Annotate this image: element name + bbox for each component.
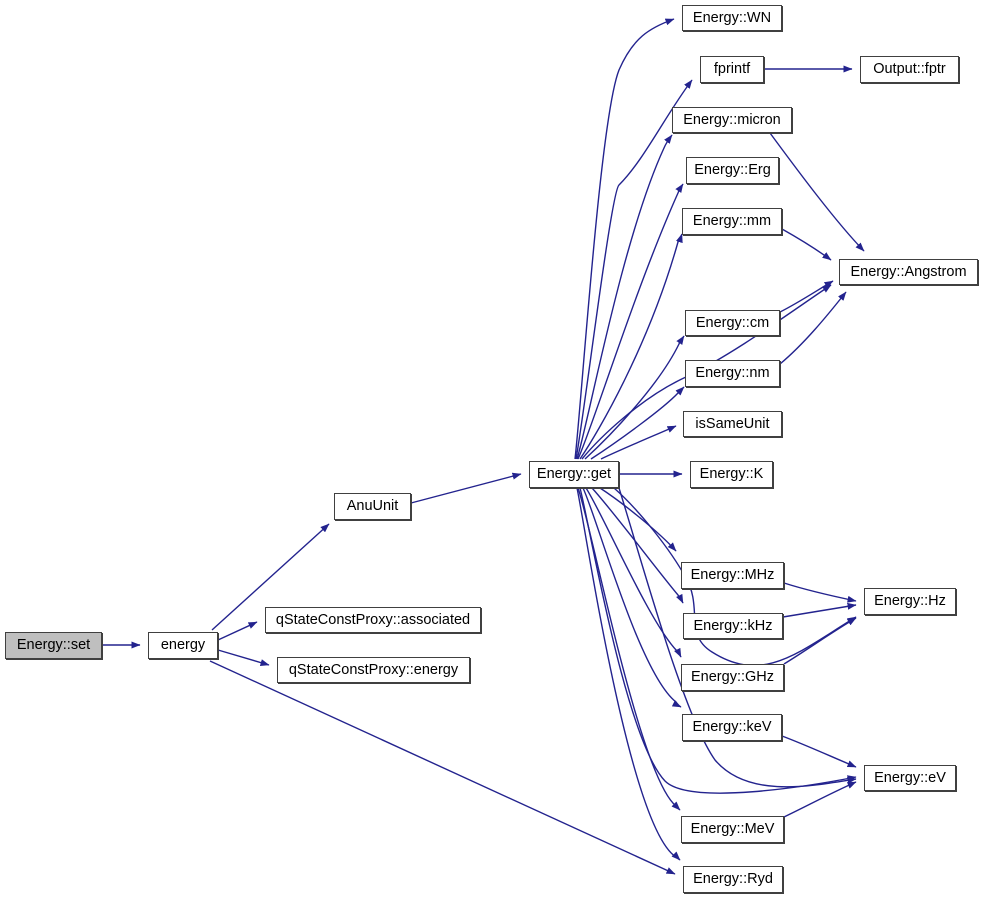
- node-label-set: Energy::set: [16, 637, 91, 654]
- node-issameunit[interactable]: isSameUnit: [683, 411, 782, 437]
- node-label-cm: Energy::cm: [695, 314, 770, 331]
- node-ghz[interactable]: Energy::GHz: [681, 664, 784, 691]
- node-micron[interactable]: Energy::micron: [672, 107, 792, 133]
- node-qenergy[interactable]: qStateConstProxy::energy: [277, 657, 470, 683]
- node-assoc[interactable]: qStateConstProxy::associated: [265, 607, 481, 633]
- edge-kev-to-ev: [781, 735, 857, 768]
- edge-mev-to-ev: [783, 781, 857, 818]
- node-nm[interactable]: Energy::nm: [685, 360, 780, 387]
- edge-ghz-to-hz: [783, 617, 857, 665]
- edge-get-to-nm: [590, 386, 685, 460]
- node-mev[interactable]: Energy::MeV: [681, 816, 784, 843]
- edge-get-to-ryd: [576, 487, 681, 861]
- node-label-k: Energy::K: [699, 466, 764, 483]
- edge-get-to-cm: [584, 335, 685, 460]
- node-cm[interactable]: Energy::cm: [685, 310, 780, 336]
- node-label-mev: Energy::MeV: [690, 821, 775, 838]
- edge-get-to-wn: [574, 18, 675, 460]
- edge-get-to-issameunit: [600, 425, 677, 460]
- edge-get-to-khz: [591, 487, 684, 604]
- node-label-get: Energy::get: [536, 466, 612, 483]
- edge-get-to-kev: [582, 487, 682, 708]
- node-energy[interactable]: energy: [148, 632, 218, 659]
- node-label-erg: Energy::Erg: [694, 162, 771, 179]
- node-fprintf[interactable]: fprintf: [700, 56, 764, 83]
- node-hz[interactable]: Energy::Hz: [864, 588, 956, 615]
- node-fptr[interactable]: Output::fptr: [860, 56, 959, 83]
- node-label-wn: Energy::WN: [692, 9, 772, 26]
- edge-get-to-mev: [577, 487, 681, 811]
- node-anuunit[interactable]: AnuUnit: [334, 493, 411, 520]
- node-label-anuunit: AnuUnit: [346, 498, 399, 515]
- edge-energy-to-assoc: [217, 621, 258, 641]
- edge-energy-to-qenergy: [217, 649, 270, 666]
- edge-get-to-ghz: [585, 487, 682, 658]
- node-mm[interactable]: Energy::mm: [682, 208, 782, 235]
- edge-nm-to-angstrom: [779, 291, 847, 365]
- node-label-hz: Energy::Hz: [874, 593, 946, 610]
- node-get[interactable]: Energy::get: [529, 461, 619, 488]
- node-k[interactable]: Energy::K: [690, 461, 773, 488]
- edge-cm-to-angstrom: [779, 280, 834, 313]
- node-label-ev: Energy::eV: [874, 769, 946, 786]
- node-mhz[interactable]: Energy::MHz: [681, 562, 784, 589]
- edge-mhz-to-hz: [783, 582, 857, 603]
- node-label-nm: Energy::nm: [695, 365, 770, 382]
- edge-get-to-micron: [576, 134, 673, 460]
- node-label-khz: Energy::kHz: [693, 617, 773, 634]
- edge-energy-to-ryd: [209, 660, 676, 875]
- edge-khz-to-hz: [782, 602, 857, 618]
- node-erg[interactable]: Energy::Erg: [686, 157, 779, 184]
- node-label-mhz: Energy::MHz: [690, 567, 775, 584]
- edge-get-to-erg: [577, 183, 684, 460]
- node-label-micron: Energy::micron: [683, 111, 781, 128]
- edge-anuunit-to-get: [410, 472, 522, 504]
- node-label-kev: Energy::keV: [692, 719, 772, 736]
- edge-get-to-mhz: [599, 487, 677, 552]
- node-wn[interactable]: Energy::WN: [682, 5, 782, 31]
- node-label-ryd: Energy::Ryd: [693, 871, 773, 888]
- node-kev[interactable]: Energy::keV: [682, 714, 782, 741]
- node-label-qenergy: qStateConstProxy::energy: [288, 661, 459, 678]
- node-angstrom[interactable]: Energy::Angstrom: [839, 259, 978, 285]
- node-label-fptr: Output::fptr: [873, 61, 946, 78]
- node-ryd[interactable]: Energy::Ryd: [683, 866, 783, 893]
- node-label-angstrom: Energy::Angstrom: [850, 263, 967, 280]
- edge-get-to-fprintf: [575, 79, 693, 460]
- edge-get-to-mm: [579, 233, 683, 460]
- node-label-energy: energy: [160, 637, 206, 654]
- node-label-fprintf: fprintf: [713, 61, 751, 78]
- node-label-mm: Energy::mm: [692, 213, 772, 230]
- node-label-issameunit: isSameUnit: [695, 415, 770, 432]
- node-khz[interactable]: Energy::kHz: [683, 613, 783, 639]
- node-set[interactable]: Energy::set: [5, 632, 102, 659]
- edge-micron-to-angstrom: [769, 132, 865, 252]
- edge-mm-to-angstrom: [781, 228, 832, 261]
- node-ev[interactable]: Energy::eV: [864, 765, 956, 791]
- edge-get-to-ev: [579, 487, 857, 794]
- node-label-assoc: qStateConstProxy::associated: [275, 611, 471, 628]
- node-label-ghz: Energy::GHz: [691, 669, 774, 686]
